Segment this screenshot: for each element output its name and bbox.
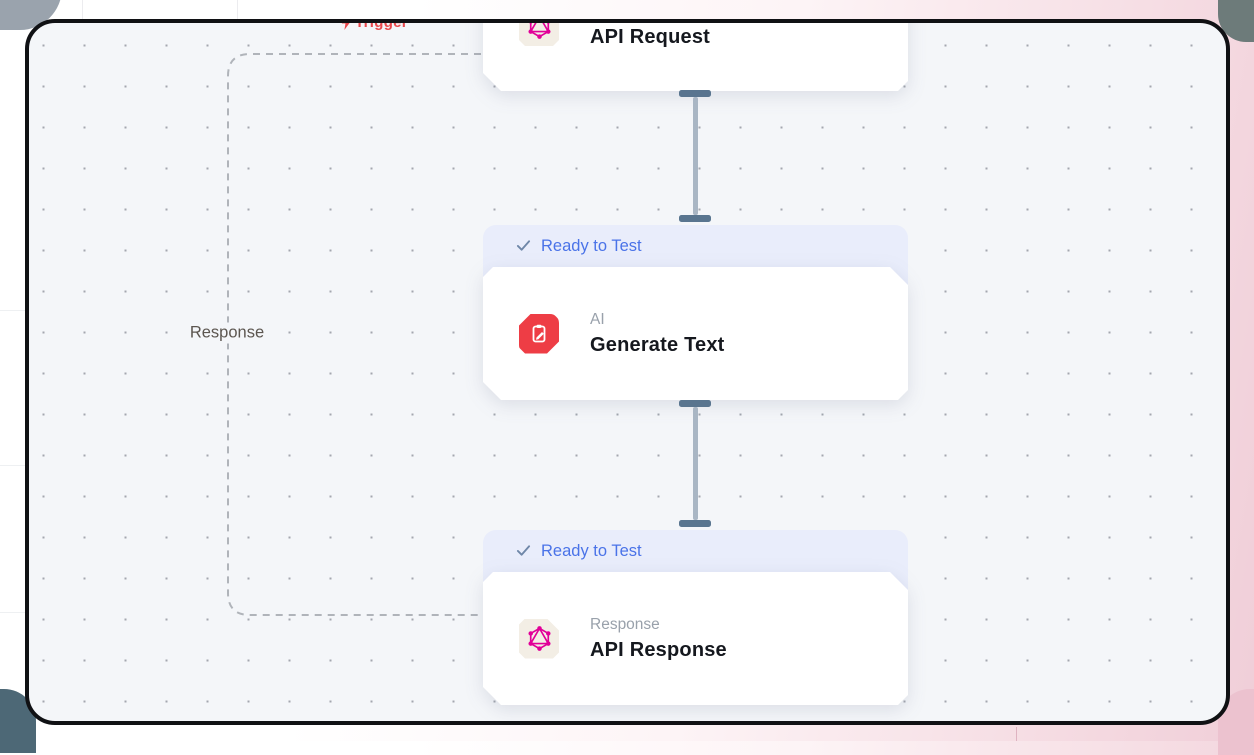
node-api-response[interactable]: Ready to Test [483,530,908,705]
check-icon [516,545,531,556]
node-category: AI [590,310,605,328]
background-divider [82,0,83,19]
node-category: Response [590,615,660,633]
zap-icon [341,23,350,30]
connector-port-handle[interactable] [679,215,711,222]
graphql-icon [519,19,559,46]
background-divider [0,465,25,466]
node-generate-text[interactable]: Ready to Test AI Generate Text [483,225,908,400]
status-badge-label: Ready to Test [541,237,642,255]
background-divider [1016,727,1017,741]
node-api-request[interactable]: Interface API Request [483,19,908,91]
workflow-canvas[interactable]: Trigger Response [25,19,1230,725]
trigger-label: Trigger [341,19,408,31]
graphql-icon [519,619,559,659]
node-title: Generate Text [590,333,725,356]
connector-port-handle[interactable] [679,400,711,407]
node-category: Interface [590,19,710,21]
background-divider [237,0,238,19]
node-card-body[interactable]: Interface API Request [483,19,908,91]
check-icon [516,240,531,251]
ai-edit-icon [519,314,559,354]
node-card-body[interactable]: Response API Response [483,572,908,705]
connector-port-handle[interactable] [679,520,711,527]
status-badge-label: Ready to Test [541,542,642,560]
node-card-body[interactable]: AI Generate Text [483,267,908,400]
connector-line [693,407,698,520]
trigger-label-text: Trigger [355,19,408,31]
node-title: API Response [590,638,727,661]
connector-line [693,97,698,215]
node-title: API Request [590,26,711,48]
response-loop-label: Response [182,322,272,344]
connector-port-handle[interactable] [679,90,711,97]
background-divider [0,612,25,613]
background-divider [0,310,25,311]
